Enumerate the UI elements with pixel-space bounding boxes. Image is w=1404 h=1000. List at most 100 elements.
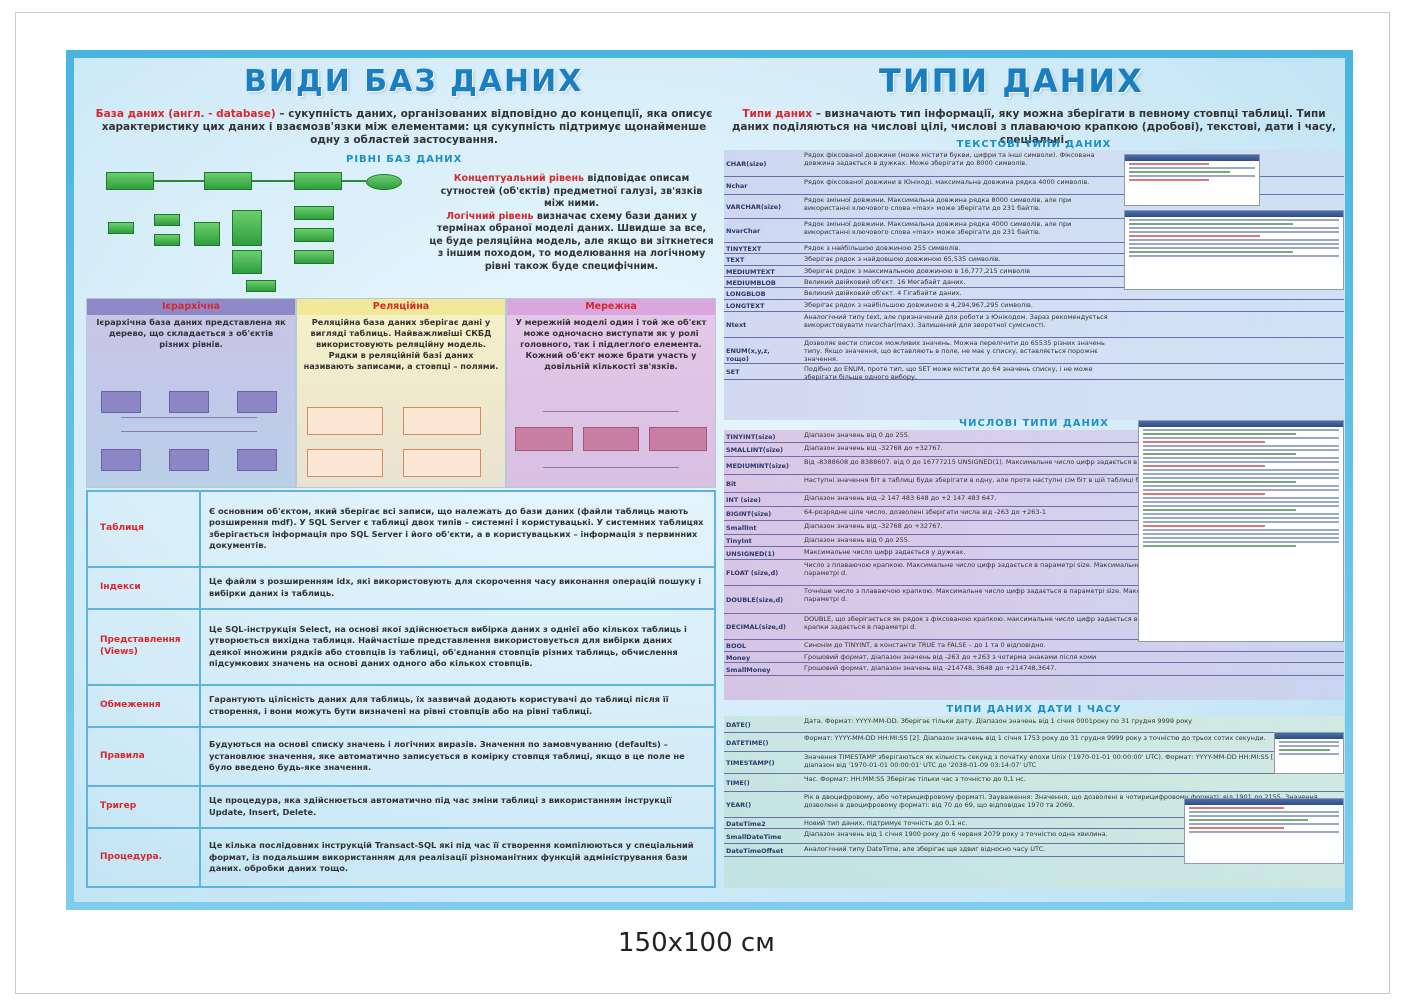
type-name: VARCHAR(size)	[726, 203, 782, 211]
type-description: Синонім до TINYINT, в константи TRUE та …	[804, 641, 1046, 649]
type-description: Рядок з найбільшою довжиною 255 символів…	[804, 244, 961, 252]
tree-edge	[121, 431, 257, 432]
object-description: Будуються на основі списку значень і лог…	[199, 725, 716, 787]
type-description: Формат: YYYY-MM-DD HH:MI:SS [2]. Діапазо…	[804, 734, 1266, 742]
type-row: DATETIME()Формат: YYYY-MM-DD HH:MI:SS [2…	[724, 733, 1344, 752]
type-description: 64-розрядне ціле число, дозволені зберіг…	[804, 508, 1046, 516]
type-name: CHAR(size)	[726, 159, 767, 168]
type-row: CHAR(size)Рядок фіксованої довжини (може…	[724, 150, 1344, 177]
type-name: SmallInt	[726, 524, 757, 532]
type-name: SmallMoney	[726, 665, 771, 674]
tree-node	[101, 449, 141, 471]
sql-code-screenshot	[1124, 154, 1260, 206]
relational-panel: Реляційна Реляційна база даних зберігає …	[296, 298, 506, 488]
tree-edge	[121, 417, 257, 418]
diagram-box	[108, 222, 134, 234]
type-name: FLOAT (size,d)	[726, 569, 779, 577]
date-types-title: ТИПИ ДАНИХ ДАТИ І ЧАСУ	[946, 704, 1122, 715]
type-row: DateTimeOffset Аналогічний типу DateTime,…	[724, 844, 1344, 857]
type-name: DateTimeOffset	[726, 846, 784, 855]
object-description: Це файли з розширенням idx, які використ…	[199, 565, 716, 610]
levels-text: Концептуальний рівень відповідає описам …	[429, 173, 714, 273]
type-name: TINYINT(size)	[726, 432, 776, 441]
intro-term: База даних (англ. - database)	[95, 108, 276, 120]
type-name: INT (size)	[726, 496, 761, 504]
tree-node	[237, 449, 277, 471]
type-name: DECIMAL(size,d)	[726, 623, 787, 631]
object-description: Гарантують цілісність даних для таблиць,…	[199, 683, 716, 728]
date-query-screenshot	[1184, 798, 1344, 864]
type-name: SET	[726, 368, 740, 376]
object-explorer-screenshot	[1274, 732, 1344, 774]
type-description: Грошовий формат, діапазон значень від -2…	[804, 653, 1097, 661]
type-row: TIMESTAMP()Значення TIMESTAMP зберігають…	[724, 752, 1344, 774]
type-name: TEXT	[726, 256, 745, 264]
diagram-box	[154, 234, 180, 246]
type-description: Від -8388608 до 8388607. від 0 до 167772…	[804, 458, 1168, 466]
diagram-box	[154, 214, 180, 226]
type-description: Аналогічний типу DateTime, але зберігає …	[804, 845, 1046, 853]
type-name: TINYTEXT	[726, 244, 762, 253]
diagram-box	[294, 250, 334, 264]
type-name: ENUM(x,y,z, тощо)	[726, 347, 770, 363]
hierarchical-text: Ієрархічна база даних представлена як де…	[96, 317, 286, 349]
numeric-types-title: ЧИСЛОВІ ТИПИ ДАНИХ	[959, 418, 1109, 429]
diagram-box	[294, 206, 334, 220]
type-name: MEDIUMTEXT	[726, 267, 775, 276]
type-description: Значення TIMESTAMP зберігаються як кільк…	[804, 753, 1337, 769]
type-description: Точніше число з плаваючою крапкою. Макси…	[804, 587, 1341, 603]
type-description: Наступні значення біт в таблиці буде збе…	[804, 476, 1256, 484]
left-title: ВИДИ БАЗ ДАНИХ	[244, 64, 584, 99]
type-description: Рік в двоцифровому, або чотирицифровому …	[804, 793, 1318, 809]
diagram-box	[294, 228, 334, 242]
right-intro: Типи даних – визначають тип інформації, …	[724, 108, 1344, 147]
type-description: Діапазон значень від -32768 до +32767.	[804, 522, 943, 530]
table-row: Процедура.Це кілька послідовних інструкц…	[86, 827, 716, 888]
type-name: Ntext	[726, 321, 747, 329]
type-description: Рядок змінної довжини. Максимальна довжи…	[804, 220, 1072, 236]
type-name: MEDIUMBLOB	[726, 278, 776, 287]
object-name: Правила	[86, 725, 201, 787]
type-row: MEDIUMINT(size)Від -8388608 до 8388607. …	[724, 457, 1344, 475]
type-description: DOUBLE, що зберігається як рядок з фіксо…	[804, 615, 1342, 631]
type-description: Рядок змінної довжини. Максимальна довжи…	[804, 196, 1072, 212]
object-description: Є основним об'єктом, який зберігає всі з…	[199, 490, 716, 568]
object-name: Індекси	[86, 565, 201, 610]
type-description: Аналогічний типу text, але призначений д…	[804, 313, 1108, 329]
type-row: TINYTEXT Рядок з найбільшою довжиною 255 …	[724, 243, 1344, 254]
intro-term: Типи даних	[742, 108, 813, 120]
type-name: BOOL	[726, 642, 747, 650]
type-row: TIME()Час. Формат: HH:MM:SS Зберігає тіл…	[724, 774, 1344, 792]
type-description: Зберігає рядок з найдовшою довжиною 65,5…	[804, 255, 1001, 263]
type-row: ENUM(x,y,z, тощо)Дозволяє вести список м…	[724, 338, 1344, 364]
right-title: ТИПИ ДАНИХ	[879, 62, 1144, 100]
diagram-box	[194, 222, 220, 246]
table-entity	[403, 449, 481, 477]
type-name: DateTime2	[726, 819, 766, 828]
poster: ВИДИ БАЗ ДАНИХ База даних (англ. - datab…	[66, 50, 1353, 910]
logical-text: визначає схему бази даних у термінах обр…	[429, 210, 714, 272]
size-caption: 150x100 см	[618, 928, 775, 958]
table-row: Представлення (Views)Це SQL-інструкція S…	[86, 607, 716, 686]
type-row: BOOL Синонім до TINYINT, в константи TRUE…	[724, 640, 1344, 652]
levels-diagram	[96, 166, 426, 294]
hierarchical-panel: Ієрархічна Ієрархічна база даних предста…	[86, 298, 296, 488]
type-description: Діапазон значень від 0 до 255.	[804, 431, 910, 439]
network-title: Мережна	[507, 299, 715, 315]
table-result-screenshot	[1124, 210, 1344, 290]
type-name: TIME()	[726, 779, 750, 787]
type-description: Дата. Формат: YYYY-MM-DD. Зберігає тільк…	[804, 717, 1193, 725]
diagram-box	[204, 172, 252, 190]
type-description: Діапазон значень від -2 147 483 648 до +…	[804, 494, 997, 502]
type-name: SmallDateTime	[726, 832, 782, 841]
type-row: Ntext Аналогічний типу text, але призначе…	[724, 312, 1344, 338]
